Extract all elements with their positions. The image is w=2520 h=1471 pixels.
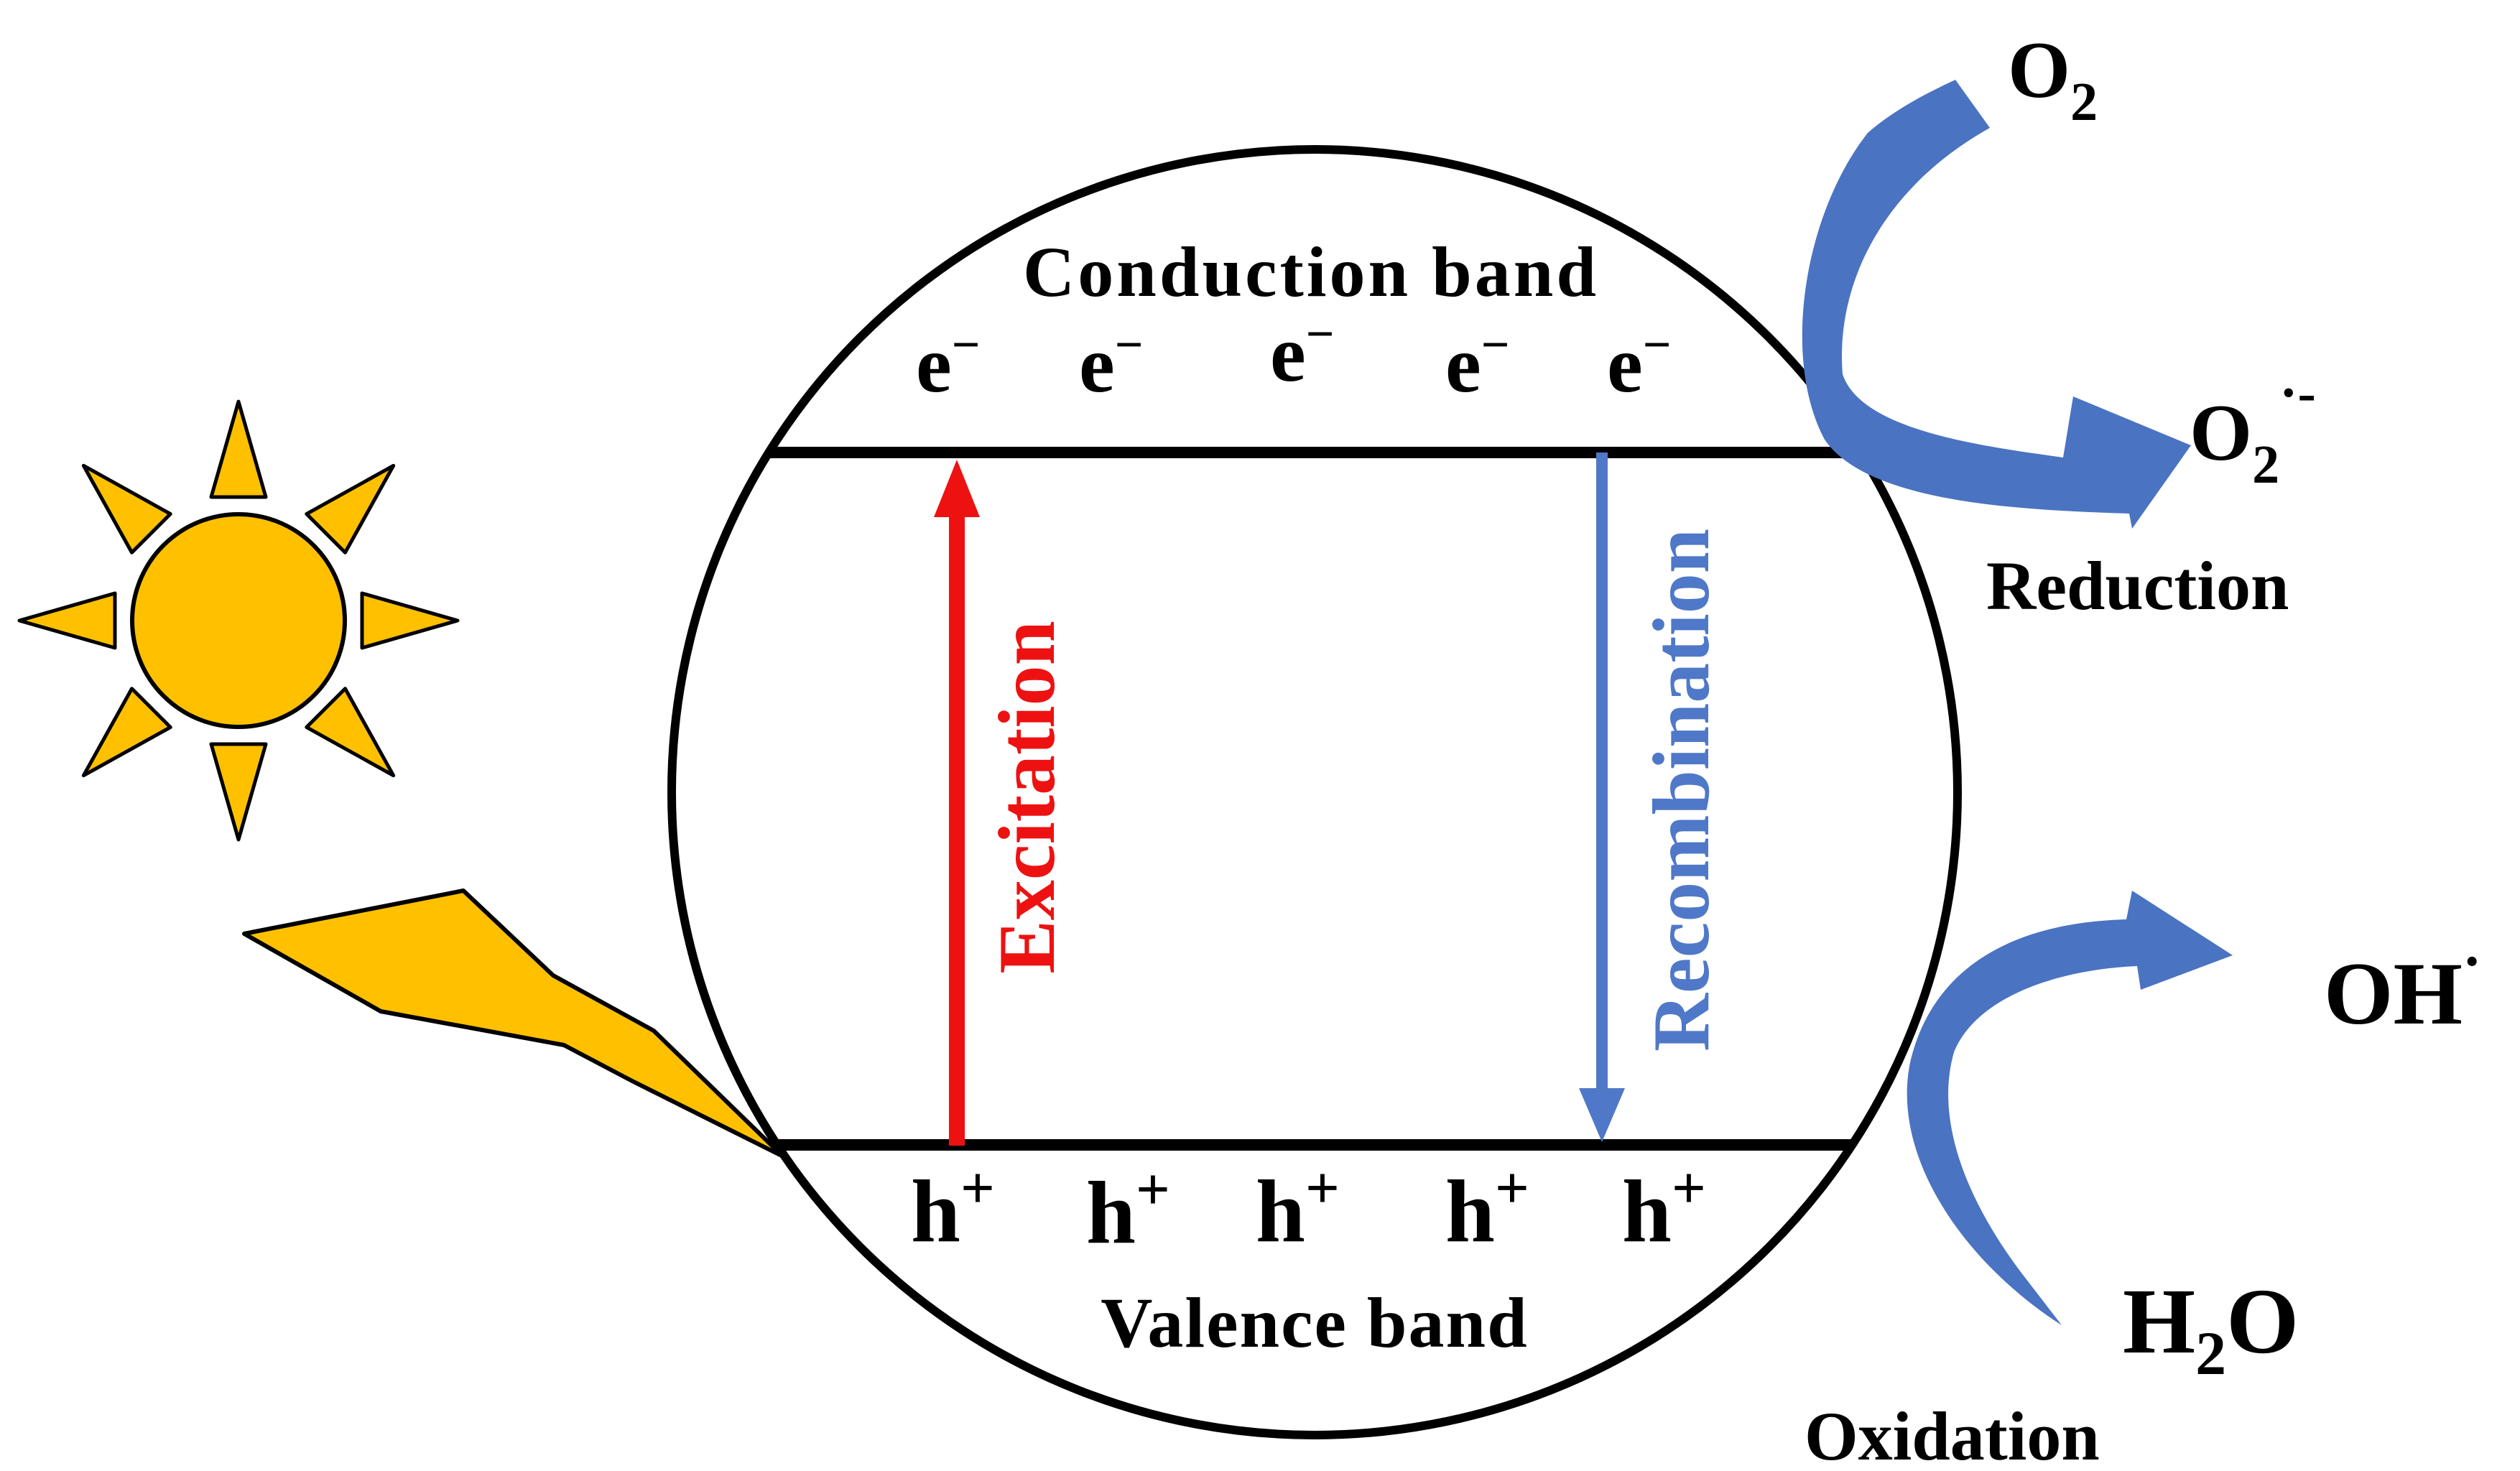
- recombination-arrow: [1579, 453, 1625, 1142]
- sun-disc: [130, 512, 347, 729]
- sun-ray: [17, 591, 117, 650]
- electron-row: e− e− e− e− e−: [916, 307, 1672, 409]
- sun-ray: [305, 463, 396, 554]
- reduction-product-superoxide: O2·-: [2190, 363, 2316, 495]
- hole: h+: [1256, 1155, 1340, 1261]
- valence-band-label: Valence band: [1101, 1283, 1528, 1363]
- reduction-reactant-o2: O2: [2008, 26, 2098, 132]
- sun-ray: [305, 687, 396, 778]
- sun-ray: [360, 591, 460, 650]
- electron: e−: [1270, 307, 1335, 399]
- sun-rays: [17, 399, 460, 842]
- excitation-label: Excitation: [983, 621, 1072, 974]
- hole: h+: [911, 1155, 995, 1261]
- oxidation-curved-arrow: [1907, 891, 2233, 1325]
- conduction-band-label: Conduction band: [1023, 232, 1599, 312]
- oxidation-reactant-water: H2O: [2123, 1270, 2299, 1388]
- oxidation-label: Oxidation: [1805, 1398, 2100, 1471]
- sun-ray: [209, 399, 268, 499]
- electron: e−: [916, 317, 981, 409]
- reduction-curved-arrow: [1802, 80, 2191, 529]
- sun-ray: [209, 742, 268, 842]
- excitation-arrow: [934, 460, 980, 1146]
- hole: h+: [1622, 1155, 1706, 1261]
- sun-ray: [81, 463, 172, 554]
- recombination-label: Recombination: [1637, 529, 1726, 1052]
- sun-ray: [81, 687, 172, 778]
- hole: h+: [1445, 1155, 1529, 1261]
- oxidation-product-hydroxyl: OH·: [2324, 930, 2482, 1043]
- sun-icon: [17, 399, 460, 842]
- electron: e−: [1445, 317, 1510, 409]
- hole-row: h+ h+ h+ h+ h+: [911, 1155, 1706, 1262]
- electron: e−: [1079, 317, 1144, 409]
- hole: h+: [1086, 1156, 1170, 1262]
- electron: e−: [1607, 317, 1672, 409]
- semiconductor-particle: [667, 145, 1962, 1439]
- reduction-label: Reduction: [1986, 547, 2289, 624]
- particle-outline: [667, 145, 1962, 1439]
